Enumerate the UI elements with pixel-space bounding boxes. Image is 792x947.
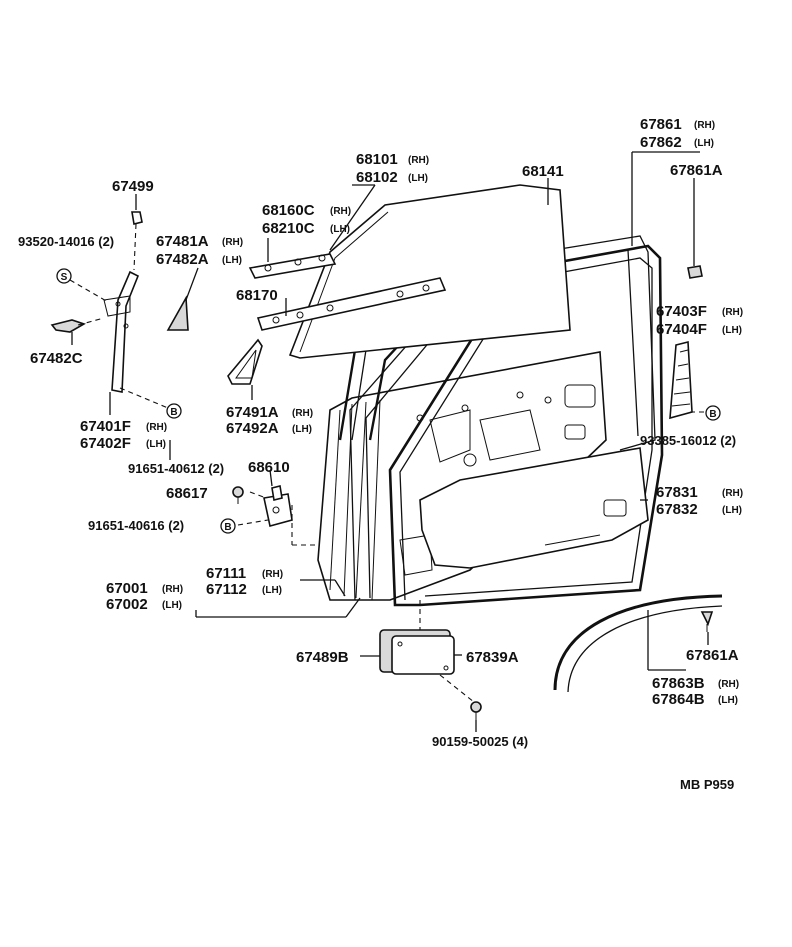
- tag-67482A: (LH): [222, 255, 242, 266]
- tag-67862: (LH): [694, 138, 714, 149]
- tag-67001: (RH): [162, 584, 183, 595]
- front-lower-frame: [103, 270, 140, 393]
- label-67403F: 67403F: [656, 303, 707, 320]
- label-67832: 67832: [656, 501, 698, 518]
- leader-lines: [71, 151, 709, 732]
- tag-67832: (LH): [722, 505, 742, 516]
- tag-67112: (LH): [262, 585, 282, 596]
- label-67482A: 67482A: [156, 251, 209, 268]
- tag-67831: (RH): [722, 488, 743, 499]
- label-91651-40616: 91651-40616 (2): [88, 518, 184, 533]
- tag-68210C: (LH): [330, 224, 350, 235]
- label-93520-14016: 93520-14016 (2): [18, 234, 114, 249]
- tag-67861: (RH): [694, 120, 715, 131]
- tag-67111: (RH): [262, 569, 283, 580]
- label-67001: 67001: [106, 580, 148, 597]
- label-68141: 68141: [522, 163, 564, 180]
- service-hole-cover: [379, 629, 455, 675]
- svg-text:S: S: [61, 272, 68, 283]
- fastener-b-91651-40616: B: [220, 518, 236, 534]
- rear-weatherstrip-arc: [553, 594, 723, 693]
- svg-text:B: B: [170, 407, 177, 418]
- tag-68101: (RH): [408, 155, 429, 166]
- label-67481A: 67481A: [156, 233, 209, 250]
- fastener-s-93520: S: [56, 268, 72, 284]
- belt-moulding-outer: [248, 253, 337, 279]
- label-67489B: 67489B: [296, 649, 349, 666]
- label-67482C: 67482C: [30, 350, 83, 367]
- label-67401F: 67401F: [80, 418, 131, 435]
- label-67111: 67111: [206, 565, 246, 582]
- door-glass: [288, 184, 571, 359]
- label-67861: 67861: [640, 116, 682, 133]
- label-91651-40612: 91651-40612 (2): [128, 461, 224, 476]
- label-67112: 67112: [206, 581, 247, 598]
- label-67492A: 67492A: [226, 420, 279, 437]
- label-67404F: 67404F: [656, 321, 707, 338]
- label-67499: 67499: [112, 178, 154, 195]
- corner-piece-67491A: [227, 338, 263, 385]
- label-68170: 68170: [236, 287, 278, 304]
- tag-68160C: (RH): [330, 206, 351, 217]
- cover-67482C: [50, 319, 86, 333]
- belt-moulding-inner: [256, 277, 447, 331]
- bolt-68617: [232, 486, 244, 504]
- tag-67404F: (LH): [722, 325, 742, 336]
- dashed-leaders: [69, 223, 708, 703]
- screw-90159: [470, 701, 482, 720]
- label-68610: 68610: [248, 459, 290, 476]
- door-shell: [317, 351, 607, 601]
- label-67861A-bottom: 67861A: [686, 647, 739, 664]
- fastener-b-93385: B: [705, 405, 721, 421]
- corner-cover-67481A: [166, 295, 189, 331]
- tag-67491A: (RH): [292, 408, 313, 419]
- label-67402F: 67402F: [80, 435, 131, 452]
- label-67839A: 67839A: [466, 649, 519, 666]
- part-labels: 67499 93520-14016 (2) 67481A (RH) 67482A…: [18, 116, 743, 792]
- svg-text:B: B: [224, 522, 231, 533]
- label-67002: 67002: [106, 596, 148, 613]
- tag-67492A: (LH): [292, 424, 312, 435]
- door-trim-board: [419, 447, 649, 569]
- label-68160C: 68160C: [262, 202, 315, 219]
- label-67863B: 67863B: [652, 675, 705, 692]
- tag-67863B: (RH): [718, 679, 739, 690]
- label-68617: 68617: [166, 485, 208, 502]
- label-93385-16012: 93385-16012 (2): [640, 433, 736, 448]
- rear-frame-strip: [669, 340, 693, 420]
- clip-67861A-top: [687, 265, 703, 279]
- tag-67864B: (LH): [718, 695, 738, 706]
- footer-code: MB P959: [680, 777, 734, 792]
- fastener-b-67401F: B: [166, 403, 182, 419]
- door-weatherstrip: [388, 244, 664, 607]
- svg-text:B: B: [709, 409, 716, 420]
- tag-67481A: (RH): [222, 237, 243, 248]
- label-67864B: 67864B: [652, 691, 705, 708]
- clip-67499: [131, 211, 143, 225]
- tag-67402F: (LH): [146, 439, 166, 450]
- tag-67403F: (RH): [722, 307, 743, 318]
- label-67491A: 67491A: [226, 404, 279, 421]
- tag-67401F: (RH): [146, 422, 167, 433]
- label-67861A-top: 67861A: [670, 162, 723, 179]
- label-90159-50025: 90159-50025 (4): [432, 734, 528, 749]
- door-hinge: [263, 485, 293, 527]
- label-68210C: 68210C: [262, 220, 315, 237]
- label-68102: 68102: [356, 169, 398, 186]
- clip-67861A-bottom: [700, 611, 714, 632]
- label-68101: 68101: [356, 151, 398, 168]
- tag-67002: (LH): [162, 600, 182, 611]
- label-67831: 67831: [656, 484, 698, 501]
- tag-68102: (LH): [408, 173, 428, 184]
- label-67862: 67862: [640, 134, 682, 151]
